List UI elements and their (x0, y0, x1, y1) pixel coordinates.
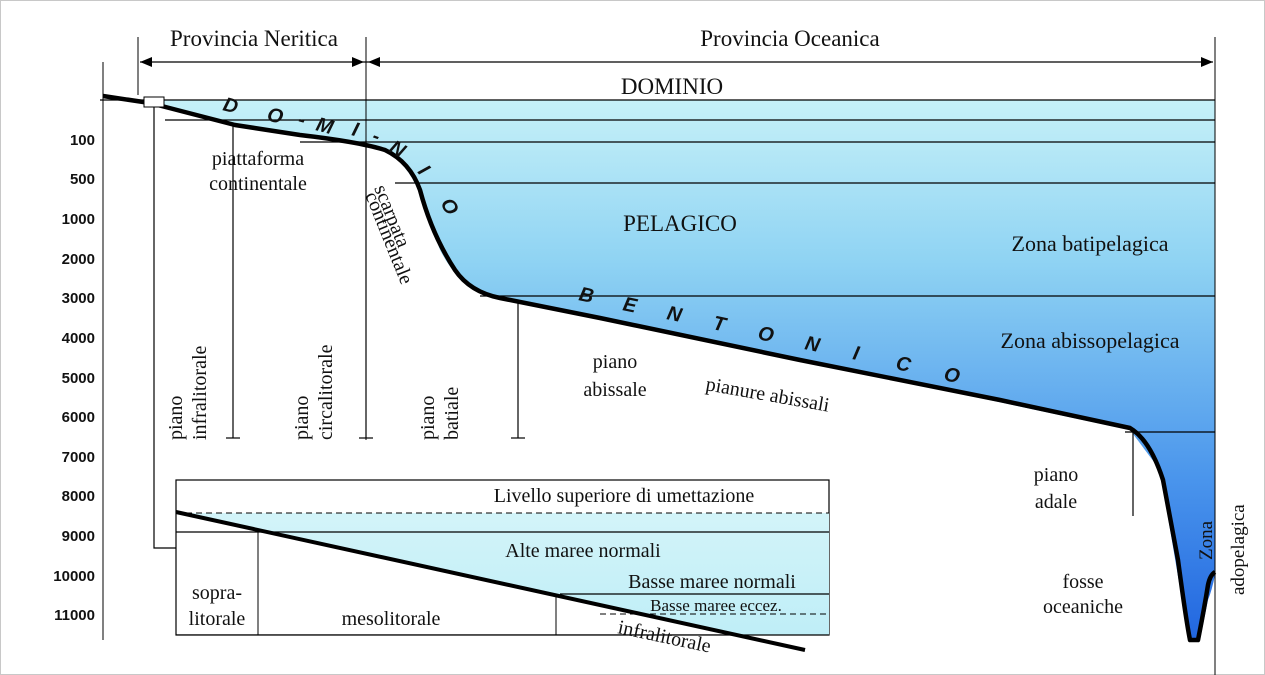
piattaforma-label-2: continentale (209, 173, 307, 195)
zona-adopelagica-label-2: adopelagica (1228, 504, 1249, 595)
dominio-label: DOMINIO (621, 74, 723, 99)
dominio-slope-letters: D O - M I - N I O (221, 94, 463, 220)
basse-maree-label: Basse maree normali (628, 571, 796, 593)
bentonico-letters: B E N T O N I C O (577, 283, 962, 388)
bentonico-letter: B (577, 283, 596, 308)
bentonico-letter: N (665, 302, 684, 327)
depth-tick: 500 (70, 171, 95, 188)
depth-tick: 7000 (62, 449, 95, 466)
depth-tick: 9000 (62, 528, 95, 545)
piano-adale-label: piano (1034, 464, 1078, 486)
intertidal-inset: Livello superiore di umettazione Alte ma… (175, 479, 830, 658)
pelagic-layer-lines (100, 99, 1215, 433)
bentonico-letter: C (894, 352, 913, 377)
dominio-letter: I (350, 119, 361, 142)
zona-batipelagica-label: Zona batipelagica (1012, 231, 1169, 256)
bentonico-letter: O (942, 363, 962, 388)
bentonico-letter: O (756, 322, 776, 347)
piano-infralitorale-label-2: infralitorale (189, 345, 211, 440)
provincia-oceanica-label: Provincia Oceanica (700, 26, 879, 51)
sopralitorale-label-2: litorale (189, 608, 246, 630)
depth-tick: 8000 (62, 488, 95, 505)
zona-adopelagica-label: Zona (1196, 520, 1217, 560)
piano-infralitorale-label: piano (165, 396, 187, 440)
piano-circalitorale-label: piano (291, 396, 313, 440)
piattaforma-label: piattaforma (212, 148, 304, 170)
bentonico-letter: N (803, 332, 822, 357)
mesolitorale-label: mesolitorale (342, 608, 441, 630)
bentonico-letter: I (851, 342, 861, 365)
alte-maree-label: Alte maree normali (505, 540, 661, 562)
depth-tick: 5000 (62, 370, 95, 387)
piani-markers (226, 126, 1134, 516)
dominio-letter: O (265, 104, 286, 129)
fosse-label: fosse (1062, 571, 1103, 593)
sopralitorale-label: sopra- (192, 582, 242, 604)
depth-tick: 10000 (53, 568, 95, 585)
pelagico-label: PELAGICO (623, 211, 737, 236)
depth-tick: 3000 (62, 290, 95, 307)
water-body (150, 100, 1215, 640)
piano-batiale-label-2: batiale (441, 387, 463, 440)
livello-umettazione-label: Livello superiore di umettazione (494, 485, 755, 507)
depth-axis: 100 500 1000 2000 3000 4000 5000 6000 70… (53, 62, 104, 640)
pianure-abissali-label: pianure abissali (704, 373, 831, 416)
depth-tick: 100 (70, 132, 95, 149)
dominio-letter: D (221, 94, 241, 119)
bentonico-letter: E (621, 293, 639, 317)
depth-tick: 1000 (62, 211, 95, 228)
dominio-letter: M (314, 114, 337, 140)
piano-abissale-label-2: abissale (583, 379, 646, 401)
depth-tick: 4000 (62, 330, 95, 347)
depth-tick: 11000 (54, 607, 95, 624)
piano-circalitorale-label-2: circalitorale (315, 344, 337, 440)
basse-maree-eccez-label: Basse maree eccez. (650, 596, 782, 615)
provincia-neritica-label: Provincia Neritica (170, 26, 338, 51)
zona-abissopelagica-label: Zona abissopelagica (1001, 328, 1180, 353)
piano-abissale-label: piano (593, 351, 637, 373)
piano-batiale-label: piano (417, 396, 439, 440)
fosse-label-2: oceaniche (1043, 596, 1123, 618)
piano-adale-label-2: adale (1035, 491, 1077, 513)
depth-tick: 2000 (62, 251, 95, 268)
depth-tick: 6000 (62, 409, 95, 426)
seabed-profile (102, 93, 1217, 643)
